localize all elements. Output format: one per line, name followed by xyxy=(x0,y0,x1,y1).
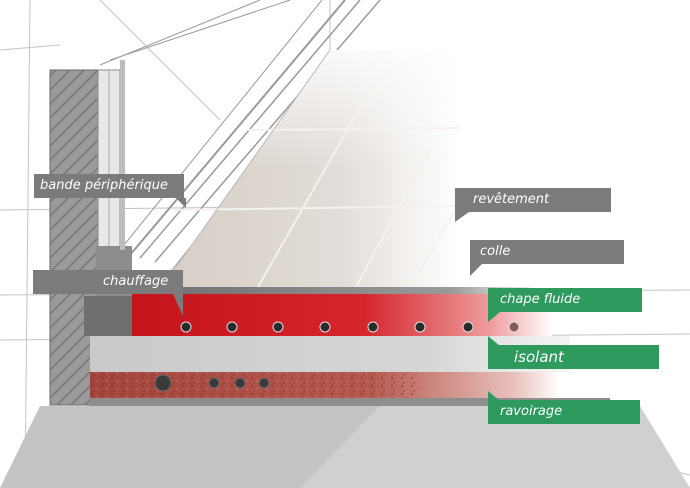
callout-colle: colle xyxy=(470,240,624,276)
heating-pipe xyxy=(319,321,331,333)
wall-section xyxy=(49,60,132,406)
heating-pipe xyxy=(226,321,238,333)
conduit-pipe xyxy=(258,377,270,389)
callout-tail xyxy=(488,312,500,322)
callout-chauffage: chauffage xyxy=(33,270,183,316)
callout-isolant: isolant xyxy=(488,336,659,369)
label-revetement: revêtement xyxy=(473,192,550,207)
colle-layer xyxy=(132,287,530,294)
callout-tail xyxy=(488,391,500,401)
heating-pipe xyxy=(367,321,379,333)
callout-tail xyxy=(176,198,186,208)
label-ravoirage: ravoirage xyxy=(500,404,563,419)
callout-tail xyxy=(455,212,469,222)
callout-chape-fluide: chape fluide xyxy=(488,288,642,322)
conduit-pipe xyxy=(234,377,246,389)
conduit-pipe xyxy=(208,377,220,389)
tile-floor xyxy=(161,49,461,288)
callout-bande-peripherique: bande périphérique xyxy=(34,174,186,208)
heating-pipe xyxy=(180,321,192,333)
chape-fluide-layer xyxy=(132,294,552,336)
label-bande-peripherique: bande périphérique xyxy=(40,178,168,193)
callout-tail xyxy=(173,294,183,316)
ravoirage-conduits xyxy=(154,374,270,392)
base-slab xyxy=(0,398,690,488)
label-isolant: isolant xyxy=(514,348,564,366)
callout-ravoirage: ravoirage xyxy=(488,391,640,424)
label-chape-fluide: chape fluide xyxy=(500,292,581,307)
heating-pipe xyxy=(414,321,426,333)
callout-revetement: revêtement xyxy=(455,188,611,222)
ravoirage-layer xyxy=(90,372,560,398)
heating-pipe xyxy=(462,321,474,333)
heating-pipe xyxy=(508,321,520,333)
label-chauffage: chauffage xyxy=(103,274,169,289)
label-colle: colle xyxy=(480,244,511,259)
heating-pipes xyxy=(180,321,520,333)
heating-pipe xyxy=(272,321,284,333)
callout-tail xyxy=(488,336,500,346)
callout-tail xyxy=(470,264,482,276)
conduit-pipe xyxy=(154,374,172,392)
